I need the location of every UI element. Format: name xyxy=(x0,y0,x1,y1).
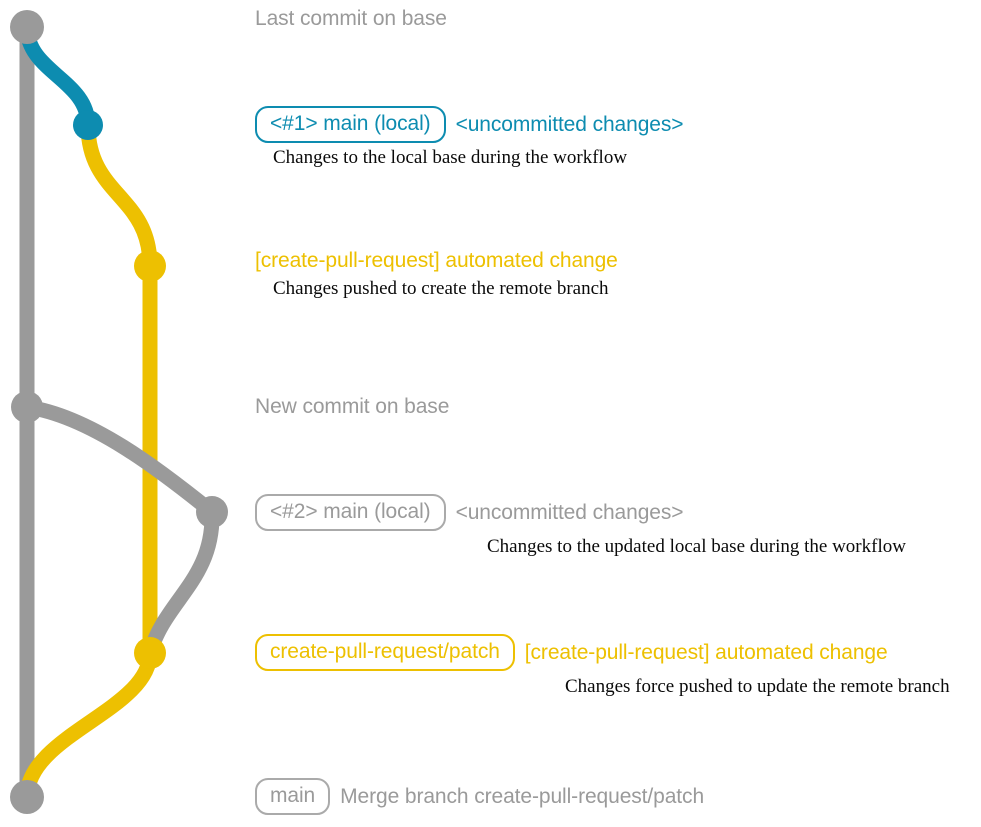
commit-subject-base-new: New commit on base xyxy=(255,395,450,418)
commit-node-bot-2 xyxy=(134,637,166,669)
commit-node-local-2 xyxy=(196,496,228,528)
ref-badge-main-local-1[interactable]: <#1> main (local) xyxy=(255,106,446,143)
commit-description-local-2: Changes to the updated local base during… xyxy=(487,536,906,557)
ref-badge-main-local-2[interactable]: <#2> main (local) xyxy=(255,494,446,531)
edge-local-2 xyxy=(19,399,220,520)
commit-row-bot-1: [create-pull-request] automated change C… xyxy=(255,247,618,301)
edge-local-2-to-bot-2 xyxy=(142,504,220,661)
commit-subject-local-2: <uncommitted changes> xyxy=(455,501,684,524)
commit-subject-bot-1: [create-pull-request] automated change xyxy=(255,249,618,272)
commit-description-local-1: Changes to the local base during the wor… xyxy=(273,147,628,168)
ref-badge-main[interactable]: main xyxy=(255,778,331,815)
commit-row-base-new: New commit on base xyxy=(255,393,449,420)
commit-subject-base-last: Last commit on base xyxy=(255,7,447,30)
commit-description-bot-2: Changes force pushed to update the remot… xyxy=(565,676,950,697)
commit-node-base-last xyxy=(10,10,44,44)
commit-row-local-1: <#1> main (local) <uncommitted changes> … xyxy=(255,106,684,170)
commit-row-local-2: <#2> main (local) <uncommitted changes> … xyxy=(255,494,906,559)
edge-merge xyxy=(19,645,158,805)
ref-badge-create-pull-request-patch[interactable]: create-pull-request/patch xyxy=(255,634,515,671)
commit-node-bot-1 xyxy=(134,250,166,282)
commit-description-bot-1: Changes pushed to create the remote bran… xyxy=(273,278,609,299)
edge-local-1 xyxy=(19,19,96,133)
commit-node-base-new xyxy=(11,391,43,423)
commit-subject-merge: Merge branch create-pull-request/patch xyxy=(340,785,705,808)
commit-subject-local-1: <uncommitted changes> xyxy=(455,113,684,136)
commit-row-merge: main Merge branch create-pull-request/pa… xyxy=(255,778,704,815)
commit-row-bot-2: create-pull-request/patch [create-pull-r… xyxy=(255,634,950,699)
commit-node-merge xyxy=(10,780,44,814)
commit-node-local-1 xyxy=(73,110,103,140)
commit-row-base-last: Last commit on base xyxy=(255,5,447,32)
edge-bot-1 xyxy=(80,117,158,274)
commit-subject-bot-2: [create-pull-request] automated change xyxy=(524,641,888,664)
